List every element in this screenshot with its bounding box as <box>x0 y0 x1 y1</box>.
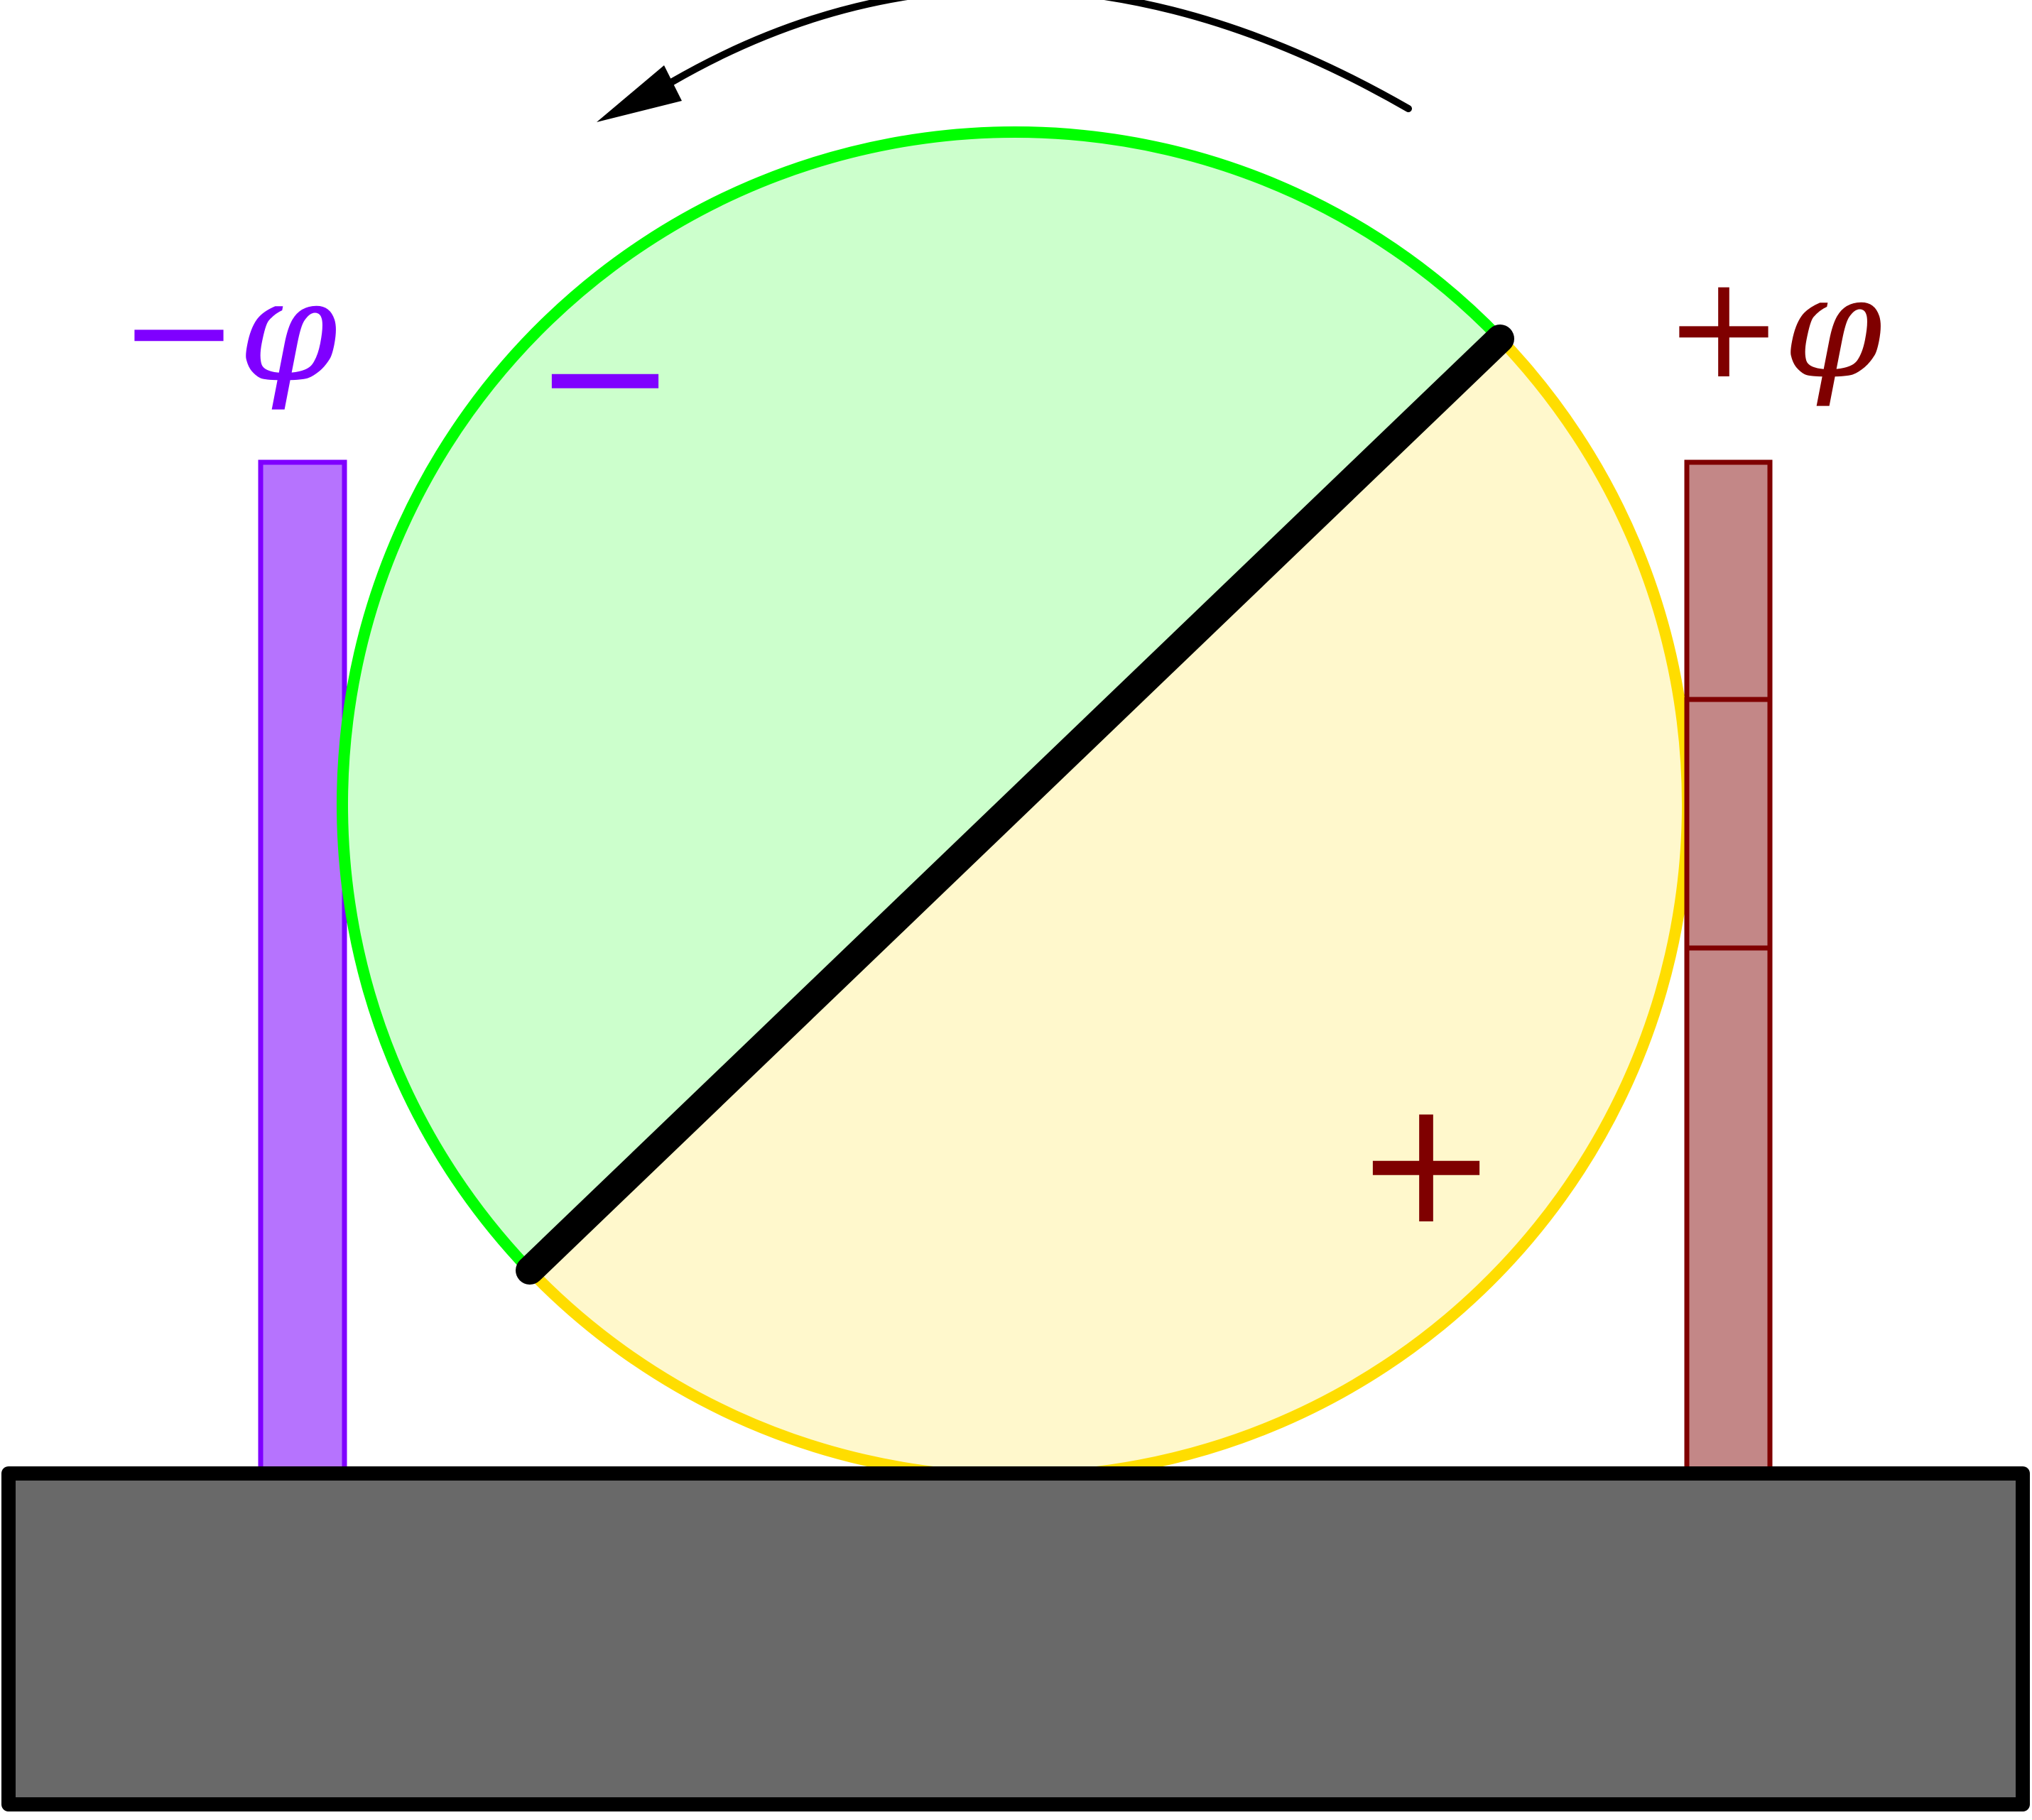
disk-negative-half <box>342 131 1500 1270</box>
disk-negative-rim <box>337 126 1504 1275</box>
disk-divider-line <box>516 325 1514 1285</box>
left-electrode <box>258 459 347 1476</box>
negative-region-label: − <box>533 276 676 475</box>
right-electrode <box>1684 459 1773 1476</box>
right-electrode-front <box>1684 697 1773 951</box>
base-plate <box>1 1466 2030 1811</box>
left-potential-label: −φ <box>119 249 338 414</box>
positive-region-label: + <box>1354 1063 1497 1262</box>
rotation-arrow-arc <box>668 0 1412 112</box>
right-potential-label: +φ <box>1664 245 1883 410</box>
disk-positive-half <box>530 339 1688 1478</box>
rotation-arrow-head <box>597 65 682 122</box>
disk-positive-rim <box>526 334 1693 1483</box>
